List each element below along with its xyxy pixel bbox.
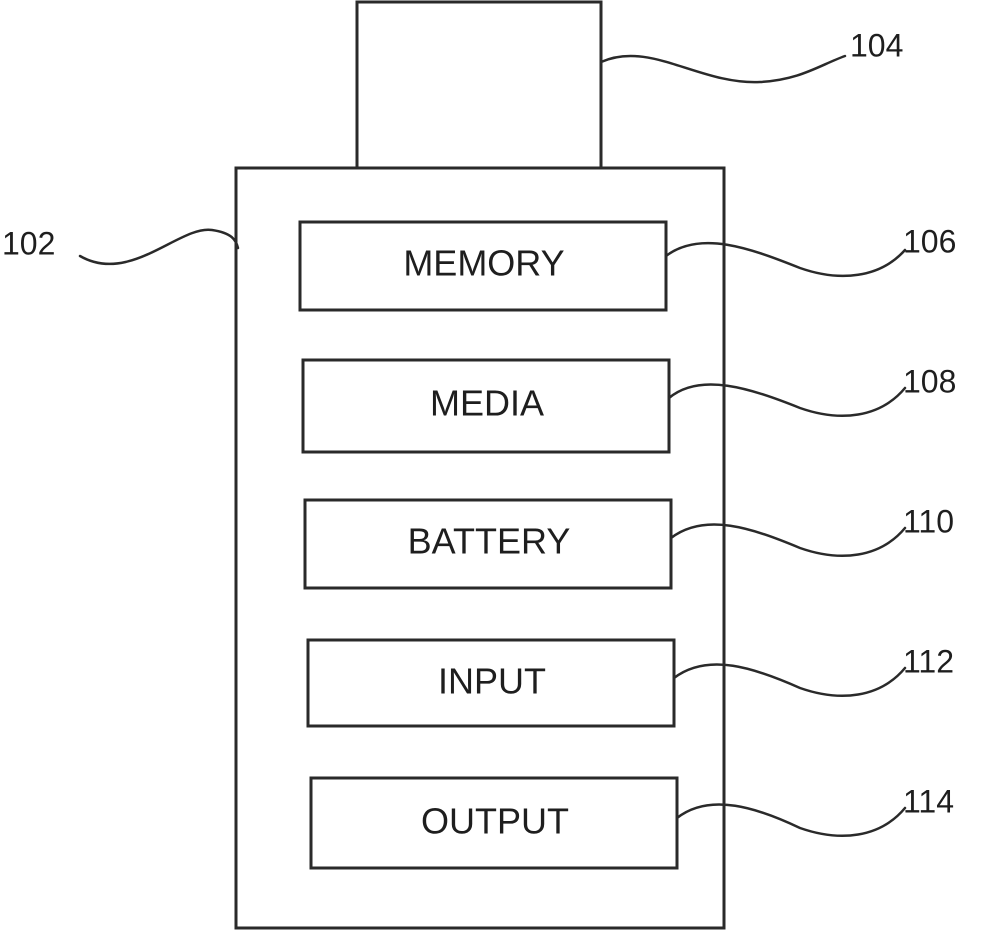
ref-102: 102	[2, 225, 55, 261]
battery-label: BATTERY	[408, 521, 571, 562]
input-box	[306, 638, 676, 728]
leader-114	[675, 803, 907, 837]
leader-112	[672, 663, 907, 697]
leader-106	[664, 241, 907, 278]
ref-106: 106	[903, 223, 956, 259]
ref-110: 110	[903, 503, 954, 539]
leader-108	[667, 383, 907, 417]
leader-110	[669, 523, 907, 557]
ref-108: 108	[903, 363, 956, 399]
output-label: OUTPUT	[421, 801, 569, 842]
memory-box	[298, 220, 668, 312]
top-module	[355, 0, 603, 170]
ref-114: 114	[903, 783, 954, 819]
input-label: INPUT	[438, 661, 546, 702]
ref-112: 112	[903, 643, 954, 679]
leader-102	[78, 228, 240, 266]
leader-104	[599, 54, 847, 84]
battery-box	[303, 498, 673, 590]
memory-label: MEMORY	[403, 243, 564, 284]
ref-104: 104	[850, 27, 903, 63]
media-box	[301, 358, 671, 454]
output-box	[309, 776, 679, 870]
media-label: MEDIA	[430, 383, 544, 424]
